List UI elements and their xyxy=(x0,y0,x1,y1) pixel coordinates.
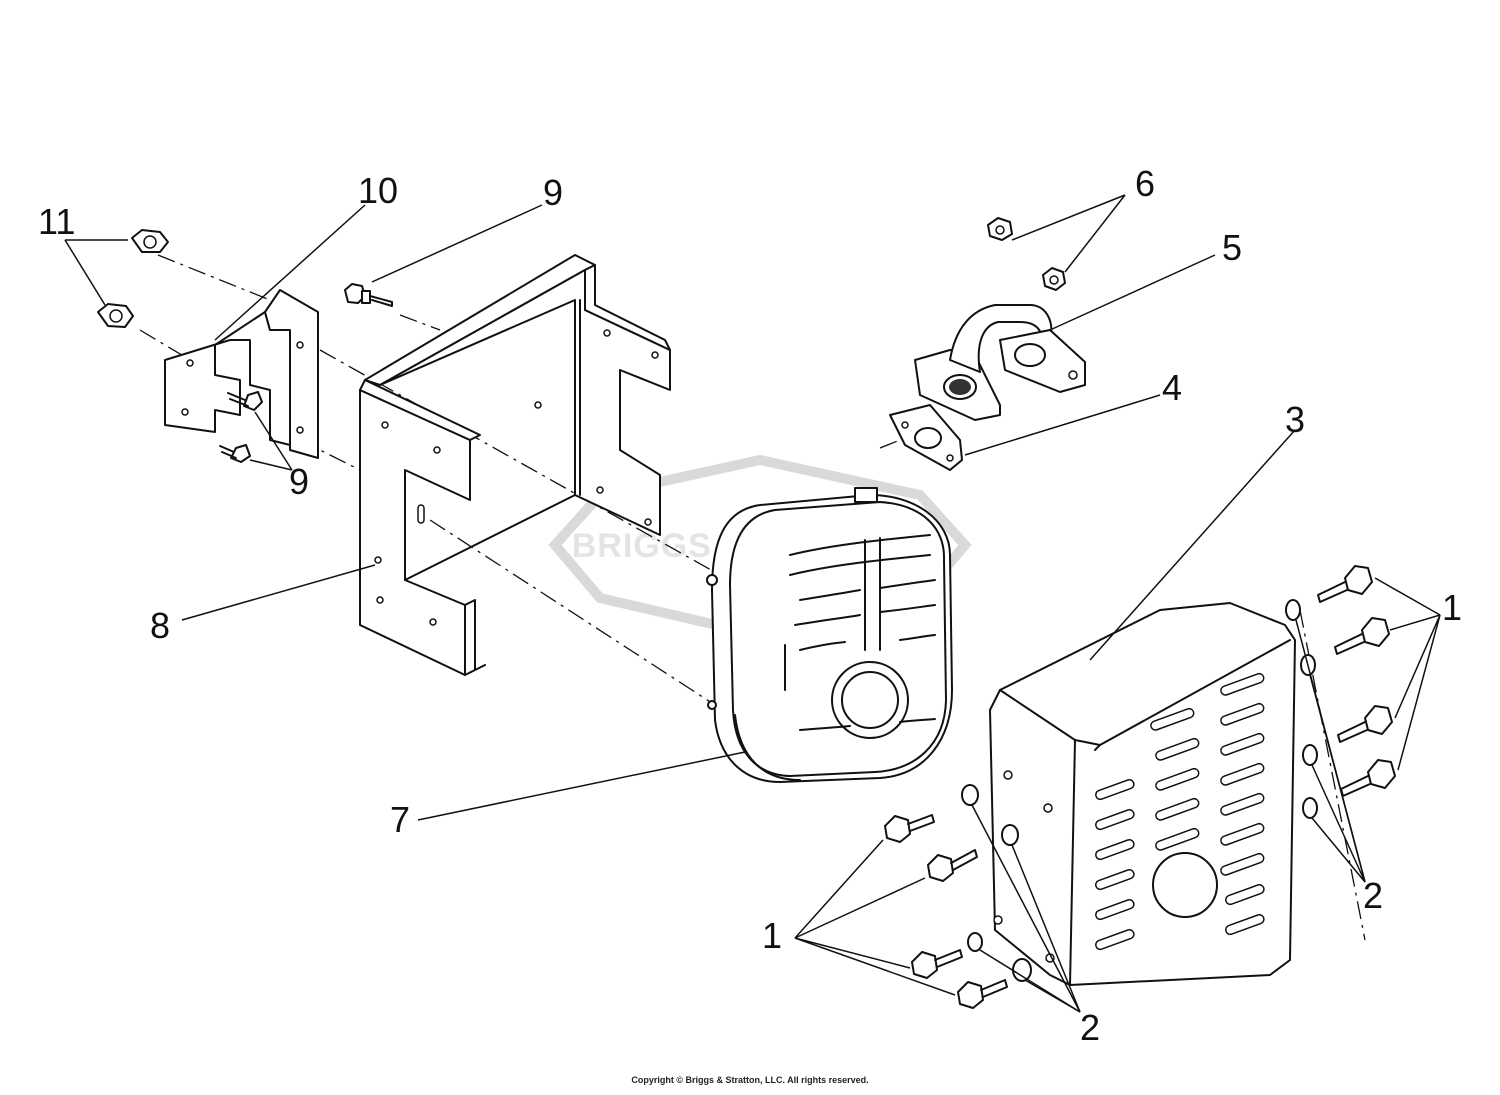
bolt-right-2 xyxy=(1334,617,1390,655)
callout-9-left: 9 xyxy=(289,461,309,502)
part-4-gasket xyxy=(889,404,963,471)
part-3-muffler-guard xyxy=(989,602,1296,986)
callout-2-right: 2 xyxy=(1363,875,1383,916)
callout-1-left: 1 xyxy=(762,915,782,956)
part-8-mounting-bracket xyxy=(359,254,671,676)
part-7-muffler xyxy=(706,487,953,783)
bolt-right-1 xyxy=(1317,565,1373,603)
bolt-right-4 xyxy=(1340,759,1396,797)
copyright-notice: Copyright © Briggs & Stratton, LLC. All … xyxy=(631,1075,869,1085)
part-11-nut-top xyxy=(131,229,169,253)
guard-louvers xyxy=(1095,672,1265,951)
bolt-left-3 xyxy=(911,949,963,979)
part-11-nut-bottom xyxy=(97,303,134,328)
callout-3: 3 xyxy=(1285,399,1305,440)
callout-7: 7 xyxy=(390,799,410,840)
part-6-nut-upper xyxy=(987,217,1013,241)
callout-9-top: 9 xyxy=(543,172,563,213)
callout-5: 5 xyxy=(1222,227,1242,268)
part-2-washers xyxy=(961,599,1318,982)
part-6-nut-lower xyxy=(1042,267,1066,291)
callout-1-right: 1 xyxy=(1442,587,1462,628)
bolt-left-1 xyxy=(884,814,935,843)
leader-lines xyxy=(64,194,1441,1013)
callout-6: 6 xyxy=(1135,163,1155,204)
part-5-exhaust-pipe xyxy=(914,304,1086,421)
part-9-screw-left-upper xyxy=(227,391,263,411)
callout-labels: 11 10 9 9 8 7 6 5 4 3 1 2 1 2 xyxy=(38,163,1462,1048)
part-9-screw-top xyxy=(344,283,393,307)
callout-4: 4 xyxy=(1162,367,1182,408)
bolt-left-2 xyxy=(927,849,978,882)
callout-10: 10 xyxy=(358,170,398,211)
part-9-screw-left-lower xyxy=(219,444,251,463)
callout-11: 11 xyxy=(38,201,75,242)
bolt-left-4 xyxy=(957,979,1008,1009)
bolt-right-3 xyxy=(1337,705,1393,743)
callout-8: 8 xyxy=(150,605,170,646)
part-10-small-bracket xyxy=(164,289,319,459)
callout-2-left: 2 xyxy=(1080,1007,1100,1048)
